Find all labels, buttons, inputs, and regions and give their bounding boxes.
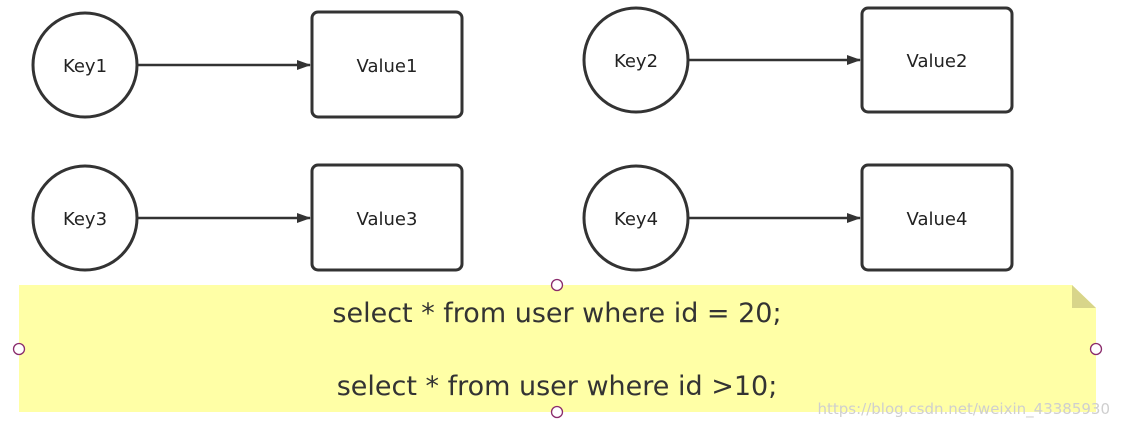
sticky-note[interactable]: select * from user where id = 20; select… (12, 278, 1103, 419)
value-label: Value4 (907, 209, 968, 230)
note-corner-fold (1072, 285, 1096, 308)
value-node (310, 163, 464, 272)
kv-pair-1: Key1 Value1 (31, 10, 464, 119)
resize-handle-right[interactable] (1089, 342, 1103, 356)
value-label: Value3 (357, 209, 418, 230)
resize-handle-left[interactable] (12, 342, 26, 356)
resize-handle-bottom[interactable] (550, 405, 564, 419)
note-line-2: select * from user where id >10; (337, 371, 778, 402)
watermark: https://blog.csdn.net/weixin_43385930 (817, 400, 1110, 419)
key-label: Key4 (614, 209, 658, 230)
value-node (860, 163, 1014, 272)
kv-pair-2: Key2 Value2 (582, 6, 1014, 114)
key-label: Key1 (63, 56, 107, 77)
key-label: Key2 (614, 51, 658, 72)
value-label: Value1 (357, 56, 418, 77)
resize-handle-top[interactable] (550, 278, 564, 292)
value-label: Value2 (907, 51, 968, 72)
kv-pair-3: Key3 Value3 (31, 163, 464, 272)
key-label: Key3 (63, 209, 107, 230)
value-node (310, 10, 464, 119)
note-body (19, 285, 1096, 412)
value-node (860, 6, 1014, 114)
kv-pair-4: Key4 Value4 (582, 163, 1014, 272)
note-line-1: select * from user where id = 20; (332, 298, 781, 329)
